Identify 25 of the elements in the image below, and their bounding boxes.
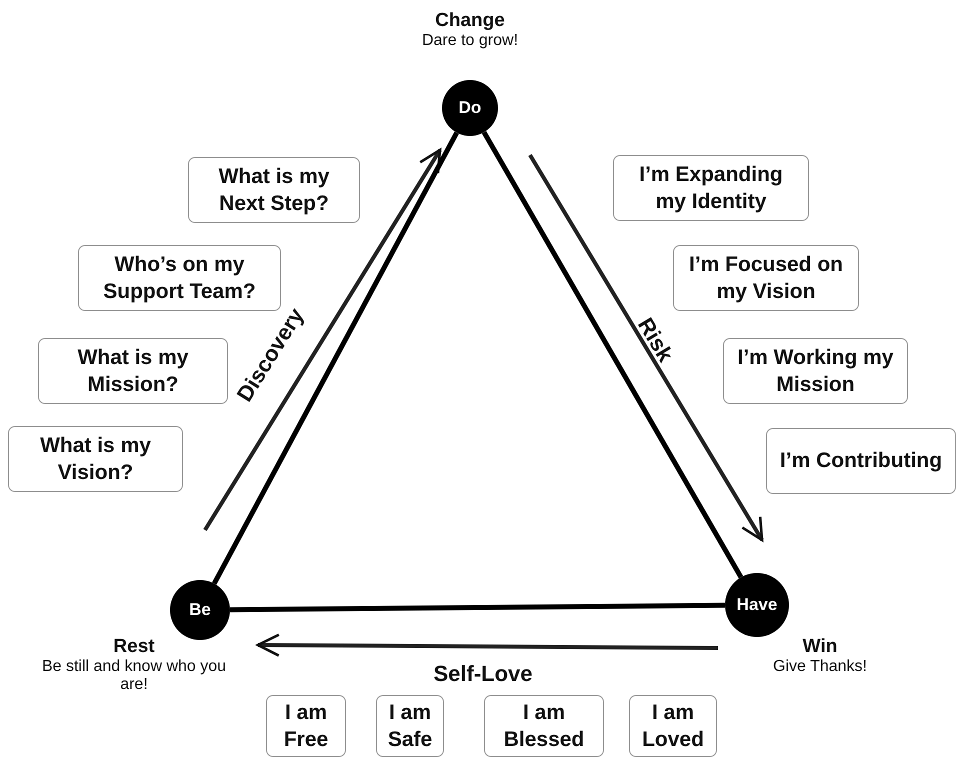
circle-node: Have xyxy=(725,573,789,637)
statement-box: I’m Expanding my Identity xyxy=(613,155,809,221)
statement-box: What is my Mission? xyxy=(38,338,228,404)
statement-box: I am Safe xyxy=(376,695,444,757)
statement-box: I am Loved xyxy=(629,695,717,757)
node-caption: Be still and know who you are! xyxy=(40,658,228,694)
node-heading: Rest xyxy=(113,636,155,658)
statement-box: I’m Contributing xyxy=(766,428,956,494)
statement-box: What is my Vision? xyxy=(8,426,183,492)
circle-node: Be xyxy=(170,580,230,640)
circle-node: Do xyxy=(442,80,498,136)
statement-box: What is my Next Step? xyxy=(188,157,360,223)
statement-box: I’m Focused on my Vision xyxy=(673,245,859,311)
statement-box: I am Blessed xyxy=(484,695,604,757)
triangle-side xyxy=(482,131,744,579)
node-heading: Win xyxy=(802,636,838,658)
node-caption: Dare to grow! xyxy=(420,32,520,50)
triangle-side xyxy=(230,602,726,612)
statement-box: I’m Working my Mission xyxy=(723,338,908,404)
arrow-label: Self-Love xyxy=(434,661,533,687)
statement-box: I am Free xyxy=(266,695,346,757)
node-heading: Change xyxy=(435,10,505,32)
triangle-side xyxy=(212,131,459,585)
node-caption: Give Thanks! xyxy=(772,658,868,676)
statement-box: Who’s on my Support Team? xyxy=(78,245,281,311)
